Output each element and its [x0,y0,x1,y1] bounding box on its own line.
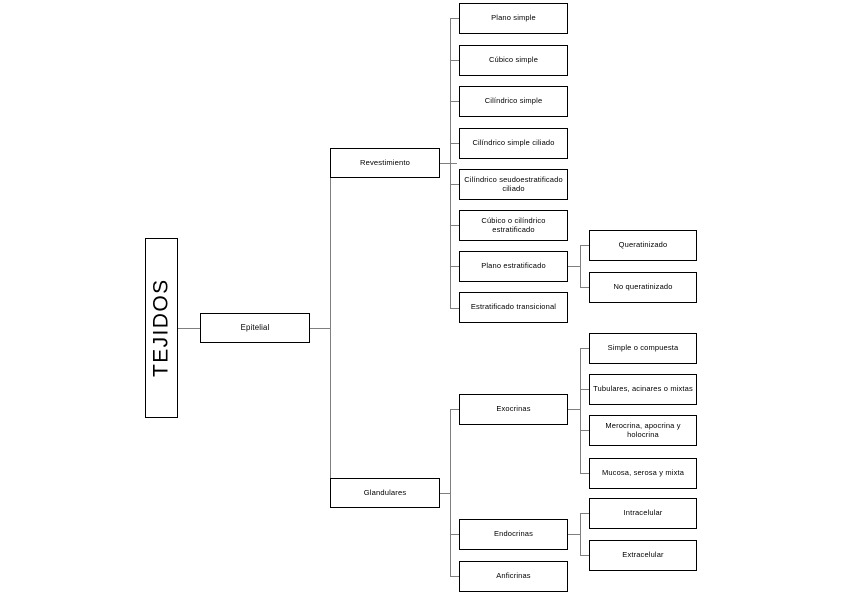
connector-exocrinas-stub [568,409,580,410]
node-queratinizado-label: Queratinizado [618,240,668,250]
node-tejidos-label: TEJIDOS [149,278,173,378]
connector-to-endocrinas [450,534,459,535]
node-intracelular-label: Intracelular [623,508,663,518]
connector-to-exocrinas [450,409,459,410]
node-epitelial[interactable]: Epitelial [200,313,310,343]
connector-rev-child-1 [450,18,459,19]
connector-rev-child-5 [450,184,459,185]
connector-extracelular [580,555,589,556]
connector-rev-child-7 [450,266,459,267]
node-cubico-simple-label: Cúbico simple [488,55,539,65]
node-cilindrico-seudoestratificado-ciliado[interactable]: Cilíndrico seudoestratificado ciliado [459,169,568,200]
connector-queratinizado [580,245,589,246]
connector-exocrinas-trunk [580,348,581,474]
node-queratinizado[interactable]: Queratinizado [589,230,697,261]
connector-plano-estrat-trunk [580,245,581,287]
connector-no-queratinizado [580,287,589,288]
node-cubico-o-cilindrico-estratificado-label: Cúbico o cilíndrico estratificado [481,216,546,234]
node-intracelular[interactable]: Intracelular [589,498,697,529]
node-epitelial-label: Epitelial [240,322,270,332]
connector-glandulares-stub [440,493,450,494]
connector-revestimiento-stub [440,163,457,164]
node-no-queratinizado-label: No queratinizado [613,282,673,292]
node-tubulares-acinares-o-mixtas[interactable]: Tubulares, acinares o mixtas [589,374,697,405]
connector-endocrinas-trunk [580,513,581,555]
node-tubulares-acinares-o-mixtas-label: Tubulares, acinares o mixtas [593,384,693,394]
node-cilindrico-simple-ciliado[interactable]: Cilíndrico simple ciliado [459,128,568,159]
node-estratificado-transicional[interactable]: Estratificado transicional [459,292,568,323]
connector-plano-estrat-stub [568,266,580,267]
connector-revestimiento-trunk [450,18,451,308]
node-glandulares[interactable]: Glandulares [330,478,440,508]
node-endocrinas-label: Endocrinas [493,529,534,539]
node-exocrinas-label: Exocrinas [496,404,531,414]
node-extracelular-label: Extracelular [622,550,664,560]
node-cilindrico-seudoestratificado-ciliado-label: Cilíndrico seudoestratificado ciliado [464,175,563,193]
node-cubico-simple[interactable]: Cúbico simple [459,45,568,76]
connector-epitelial-trunk [330,163,331,494]
node-plano-estratificado-label: Plano estratificado [481,261,546,271]
node-merocrina-apocrina-y-holocrina[interactable]: Merocrina, apocrina y holocrina [589,415,697,446]
connector-root-to-epitelial [178,328,200,329]
node-endocrinas[interactable]: Endocrinas [459,519,568,550]
node-anficrinas-label: Anficrinas [496,571,531,581]
connector-exo-child-4 [580,473,589,474]
node-no-queratinizado[interactable]: No queratinizado [589,272,697,303]
connector-rev-child-2 [450,60,459,61]
node-mucosa-serosa-y-mixta[interactable]: Mucosa, serosa y mixta [589,458,697,489]
connector-rev-child-3 [450,101,459,102]
node-mucosa-serosa-y-mixta-label: Mucosa, serosa y mixta [601,468,685,478]
node-exocrinas[interactable]: Exocrinas [459,394,568,425]
connector-exo-child-1 [580,348,589,349]
node-extracelular[interactable]: Extracelular [589,540,697,571]
node-cubico-o-cilindrico-estratificado[interactable]: Cúbico o cilíndrico estratificado [459,210,568,241]
connector-rev-child-8 [450,308,459,309]
node-cilindrico-simple-ciliado-label: Cilíndrico simple ciliado [472,138,555,148]
node-merocrina-apocrina-y-holocrina-label: Merocrina, apocrina y holocrina [605,421,681,439]
connector-intracelular [580,513,589,514]
connector-rev-child-6 [450,225,459,226]
connector-glandulares-trunk [450,409,451,576]
node-estratificado-transicional-label: Estratificado transicional [470,302,557,312]
connector-to-anficrinas [450,576,459,577]
node-anficrinas[interactable]: Anficrinas [459,561,568,592]
node-cilindrico-simple-label: Cilíndrico simple [484,96,543,106]
node-cilindrico-simple[interactable]: Cilíndrico simple [459,86,568,117]
connector-exo-child-3 [580,430,589,431]
node-glandulares-label: Glandulares [363,487,407,497]
node-plano-simple[interactable]: Plano simple [459,3,568,34]
node-simple-o-compuesta[interactable]: Simple o compuesta [589,333,697,364]
node-revestimiento-label: Revestimiento [359,157,411,167]
node-plano-estratificado[interactable]: Plano estratificado [459,251,568,282]
node-revestimiento[interactable]: Revestimiento [330,148,440,178]
node-tejidos[interactable]: TEJIDOS [145,238,178,418]
node-simple-o-compuesta-label: Simple o compuesta [607,343,679,353]
connector-rev-child-4 [450,143,459,144]
connector-epitelial-stub [310,328,330,329]
connector-endocrinas-stub [568,534,580,535]
connector-exo-child-2 [580,389,589,390]
node-plano-simple-label: Plano simple [491,13,536,23]
